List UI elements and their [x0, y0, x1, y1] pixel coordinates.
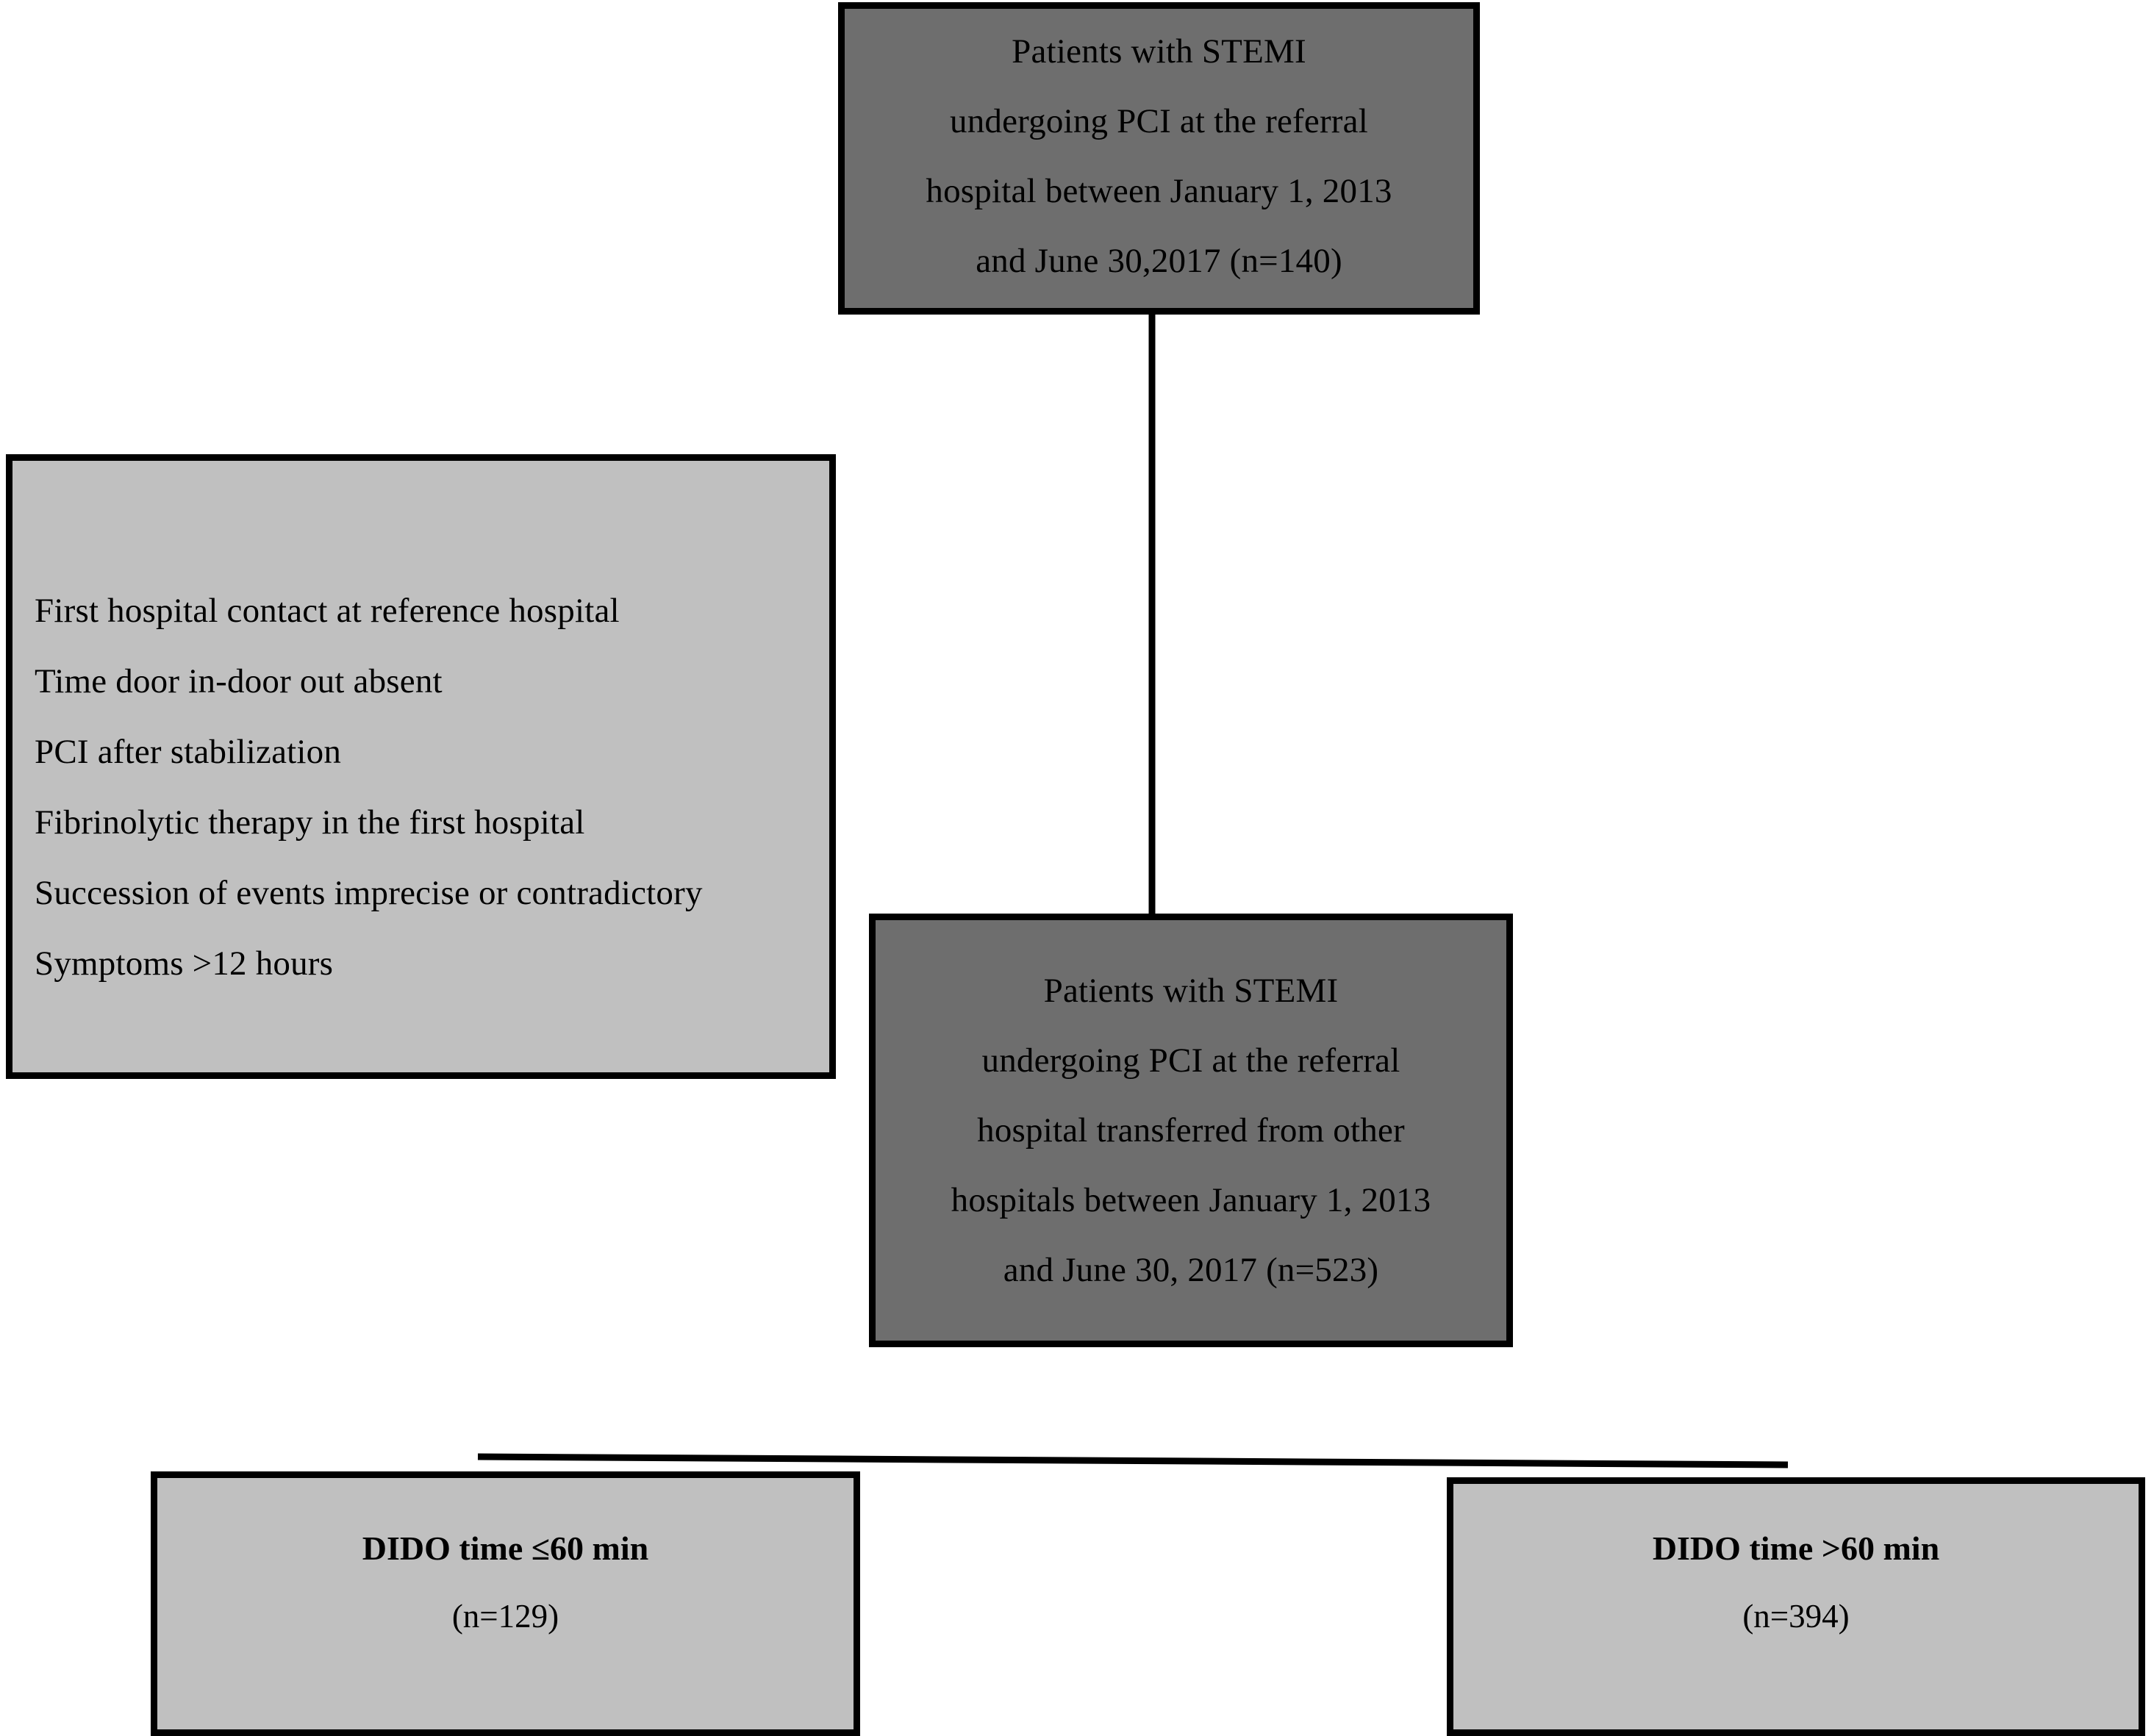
exclusion-criterion: Time door in-door out absent — [35, 662, 443, 700]
exclusion-criterion: First hospital contact at reference hosp… — [35, 592, 620, 630]
node-text-line: hospitals between January 1, 2013 — [951, 1180, 1431, 1219]
node-text-line: undergoing PCI at the referral — [950, 101, 1368, 140]
group-count: (n=394) — [1742, 1598, 1850, 1635]
node-text-line: undergoing PCI at the referral — [981, 1041, 1400, 1080]
group-title: DIDO time ≤60 min — [362, 1529, 649, 1567]
node-text-line: Patients with STEMI — [1012, 32, 1306, 71]
node-text-line: Patients with STEMI — [1043, 971, 1339, 1010]
exclusion-criterion: Succession of events imprecise or contra… — [35, 874, 703, 912]
node-transferred-from-other-hospitals: Patients with STEMI undergoing PCI at th… — [869, 914, 1513, 1347]
exclusion-criterion: PCI after stabilization — [35, 733, 342, 771]
node-text-line: and June 30, 2017 (n=523) — [1003, 1250, 1379, 1289]
node-enrolled-at-referral-hospital: Patients with STEMI undergoing PCI at th… — [838, 2, 1480, 315]
exclusion-criterion: Symptoms >12 hours — [35, 944, 334, 983]
group-title: DIDO time >60 min — [1652, 1529, 1940, 1567]
node-text-line: and June 30,2017 (n=140) — [976, 241, 1342, 280]
node-text-line: hospital transferred from other — [977, 1111, 1405, 1149]
exclusion-criterion: Fibrinolytic therapy in the first hospit… — [35, 803, 585, 842]
node-text-line: hospital between January 1, 2013 — [926, 171, 1392, 210]
node-dido-time-le-60: DIDO time ≤60 min (n=129) — [151, 1471, 860, 1736]
node-dido-time-gt-60: DIDO time >60 min (n=394) — [1447, 1477, 2145, 1736]
connector-transferred-to-groups — [477, 1453, 1789, 1468]
node-exclusion-criteria: First hospital contact at reference hosp… — [6, 454, 836, 1079]
group-count: (n=129) — [451, 1598, 559, 1635]
